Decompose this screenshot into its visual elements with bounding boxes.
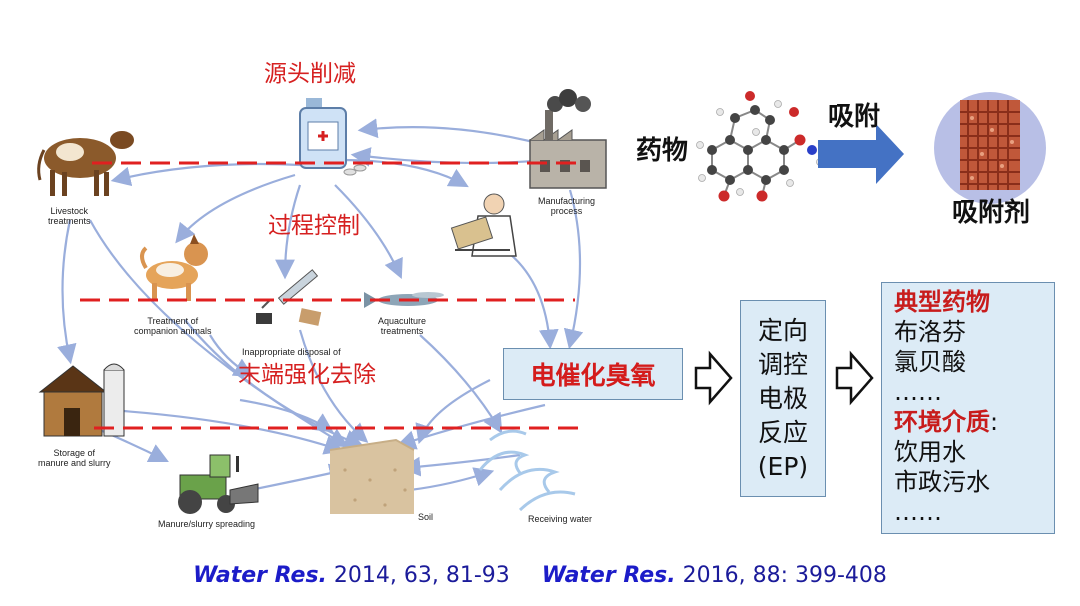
- syringe-icon: [256, 269, 322, 326]
- stage-label-end-treatment: 末端强化去除: [238, 362, 376, 388]
- stage-label-source-reduction: 源头削减: [264, 61, 356, 87]
- flow-arrow: [298, 329, 369, 443]
- ep-line: 定向: [757, 315, 808, 345]
- media-item: 饮用水: [894, 438, 966, 466]
- node-label-receiving-water: Receiving water: [528, 514, 593, 524]
- env-media-header: 环境介质: [894, 408, 990, 436]
- flow-arrow: [504, 249, 559, 350]
- env-media-header-row: 环境介质:: [894, 407, 1054, 437]
- node-label-spreading: Manure/slurry spreading: [158, 519, 256, 529]
- flow-arrows: [57, 118, 584, 492]
- reference-citation: 2014, 63, 81-93: [333, 563, 510, 588]
- livestock-icon: [37, 131, 134, 196]
- flow-arrow: [57, 219, 77, 365]
- ep-box: 定向 调控 电极 反应 (EP): [740, 300, 826, 497]
- flow-arrow: [110, 162, 301, 187]
- drug-item: ……: [894, 378, 942, 406]
- node-label-livestock: Livestock treatments: [48, 206, 91, 226]
- reference-journal: Water Res.: [193, 563, 327, 588]
- node-label-aquaculture: Aquaculture treatments: [378, 316, 427, 336]
- typical-drugs-header: 典型药物: [894, 288, 990, 316]
- drug-item: 氯贝酸: [894, 348, 966, 376]
- flow-arrow: [175, 173, 296, 244]
- stage-dividers: [80, 161, 580, 430]
- flow-arrow: [109, 408, 345, 455]
- node-label-soil: Soil: [418, 512, 434, 522]
- molecule-icon: [696, 91, 824, 202]
- node-label-manufacturing: Manufacturing process: [538, 196, 596, 216]
- env-media-colon: :: [990, 408, 999, 436]
- flow-arrow: [334, 184, 403, 280]
- scientist-icon: [450, 193, 517, 257]
- flow-arrow: [395, 403, 546, 450]
- adsorbent-label: 吸附剂: [952, 198, 1031, 228]
- info-box: 典型药物 布洛芬 氯贝酸 …… 环境介质: 饮用水 市政污水 ……: [881, 282, 1055, 534]
- water-icon: [478, 429, 576, 512]
- flow-arrow: [419, 334, 503, 434]
- media-item: ……: [894, 498, 942, 526]
- flow-arrow: [563, 189, 584, 350]
- node-label-companion: Treatment of companion animals: [134, 316, 212, 336]
- barn-icon: [38, 363, 125, 437]
- adsorption-arrow: [818, 124, 904, 184]
- dog-icon: [140, 234, 208, 301]
- flow-arrow: [275, 184, 302, 280]
- reference-journal: Water Res.: [541, 563, 676, 588]
- flow-arrow: [400, 453, 521, 477]
- adsorption-label: 吸附: [828, 102, 881, 132]
- adsorbent-icon: [934, 92, 1046, 204]
- node-label-storage: Storage of manure and slurry: [38, 448, 111, 468]
- stage-label-process-control: 过程控制: [268, 213, 360, 239]
- drug-item: 布洛芬: [894, 318, 966, 346]
- reference-citation: 2016, 88: 399-408: [682, 563, 887, 588]
- media-item: 市政污水: [894, 468, 990, 496]
- ep-line: 反应: [757, 417, 808, 447]
- tractor-icon: [178, 454, 259, 514]
- flow-arrow: [357, 118, 546, 147]
- medicine-bottle-icon: [299, 98, 367, 176]
- flow-arrow: [415, 379, 491, 445]
- ep-line: 调控: [757, 349, 808, 379]
- flow-arrow: [239, 398, 334, 433]
- references: Water Res. 2014, 63, 81-93 Water Res. 20…: [0, 563, 1080, 588]
- ep-line: 电极: [757, 383, 808, 413]
- chain-arrow-2: [835, 350, 874, 406]
- chain-arrow-1: [694, 350, 733, 406]
- soil-icon: [329, 438, 415, 514]
- node-label-inappropriate: Inappropriate disposal of: [242, 347, 341, 357]
- flow-arrow: [184, 319, 365, 449]
- drug-label: 药物: [636, 136, 689, 166]
- ozone-box: 电催化臭氧: [503, 348, 683, 400]
- factory-icon: [529, 89, 607, 189]
- flow-arrow: [409, 467, 495, 492]
- ep-line: (EP): [757, 451, 809, 481]
- flow-arrow: [209, 334, 254, 378]
